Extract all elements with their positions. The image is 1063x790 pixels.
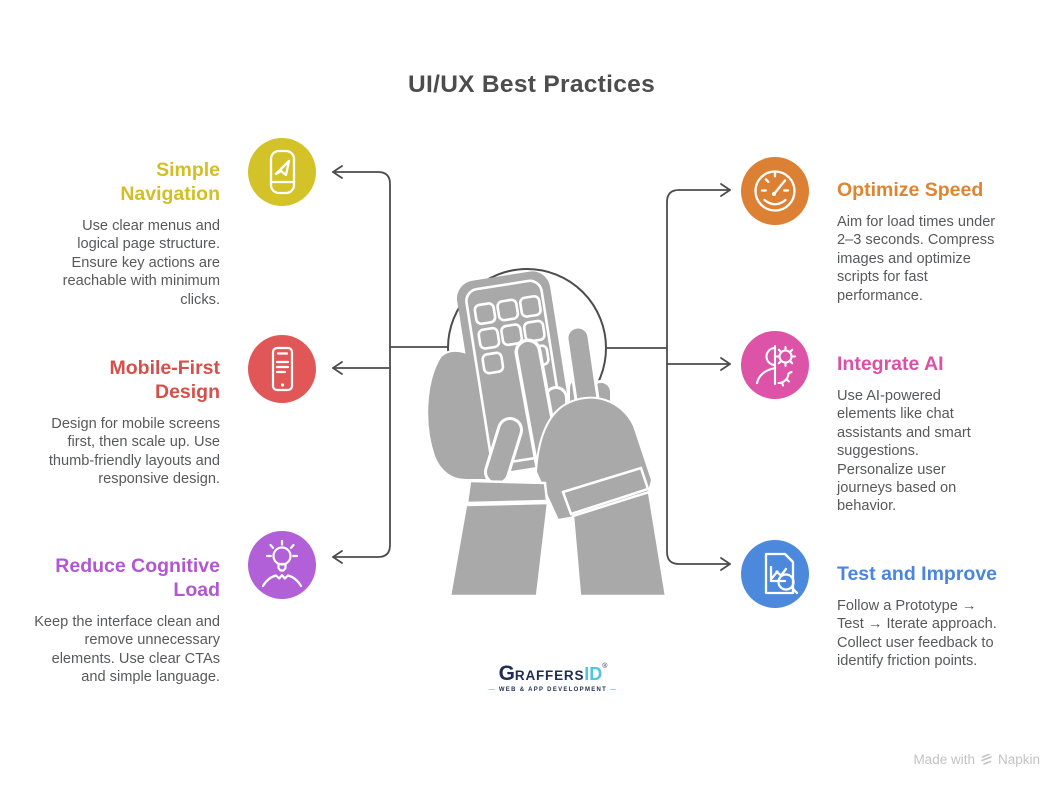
item-integrate-ai: Integrate AI Use AI-powered elements lik… [837,352,997,516]
item-heading: Simple Navigation [120,159,220,205]
napkin-credit: Made with Napkin [913,752,1040,767]
item-heading: Reduce Cognitive Load [55,555,220,601]
item-heading: Test and Improve [837,563,998,585]
item-mobile-first-design: Mobile-First Design Design for mobile sc… [40,356,220,489]
item-optimize-speed: Optimize Speed Aim for load times under … [837,178,1005,305]
item-body-text: Use AI-powered elements like chat assist… [837,388,971,515]
simple-navigation-icon-circle [248,138,316,206]
center-circle [447,268,607,428]
lightbulb-hands-icon [248,531,316,599]
logo-letter-g: G [498,662,515,685]
napkin-icon [981,753,992,765]
phone-graphic [456,271,576,473]
graffersid-logo: GRAFFERSID® — WEB & APP DEVELOPMENT — [489,662,618,693]
graffersid-wordmark: GRAFFERSID® [489,662,618,686]
page-title: UI/UX Best Practices [407,71,656,98]
reduce-cognitive-load-icon-circle [248,531,316,599]
logo-tagline: — WEB & APP DEVELOPMENT — [488,687,618,693]
item-simple-navigation: Simple Navigation Use clear menus and lo… [40,158,220,309]
hands-phone-illustration [426,271,668,598]
item-test-and-improve: Test and Improve Follow a Prototype → Te… [837,562,1005,671]
item-heading: Integrate AI [837,353,944,375]
item-body-text: Keep the interface clean and remove unne… [34,614,220,686]
item-heading: Mobile-First Design [109,357,221,403]
optimize-speed-icon-circle [741,157,809,225]
item-heading: Optimize Speed [837,179,984,201]
connector-lines [332,165,731,571]
person-gear-icon [741,331,809,399]
document-chart-magnifier-icon [741,540,809,608]
mobile-first-icon-circle [248,335,316,403]
logo-text-id: ID [584,664,603,684]
test-and-improve-icon-circle [741,540,809,608]
registered-mark: ® [602,663,608,670]
item-body-text: Use clear menus and logical page structu… [62,218,220,308]
logo-text-raffers: RAFFERS [514,668,585,683]
item-body-text: Aim for load times under 2–3 seconds. Co… [837,214,996,304]
napkin-brand-label: Napkin [997,752,1040,767]
mobile-phone-icon [248,335,316,403]
item-body-text: Follow a Prototype → Test → Iterate appr… [837,598,997,670]
item-reduce-cognitive-load: Reduce Cognitive Load Keep the interface… [30,554,220,687]
speedometer-icon [741,157,809,225]
integrate-ai-icon-circle [741,331,809,399]
made-with-label: Made with [913,752,975,767]
phone-navigation-icon [248,138,316,206]
item-body-text: Design for mobile screens first, then sc… [48,416,220,488]
